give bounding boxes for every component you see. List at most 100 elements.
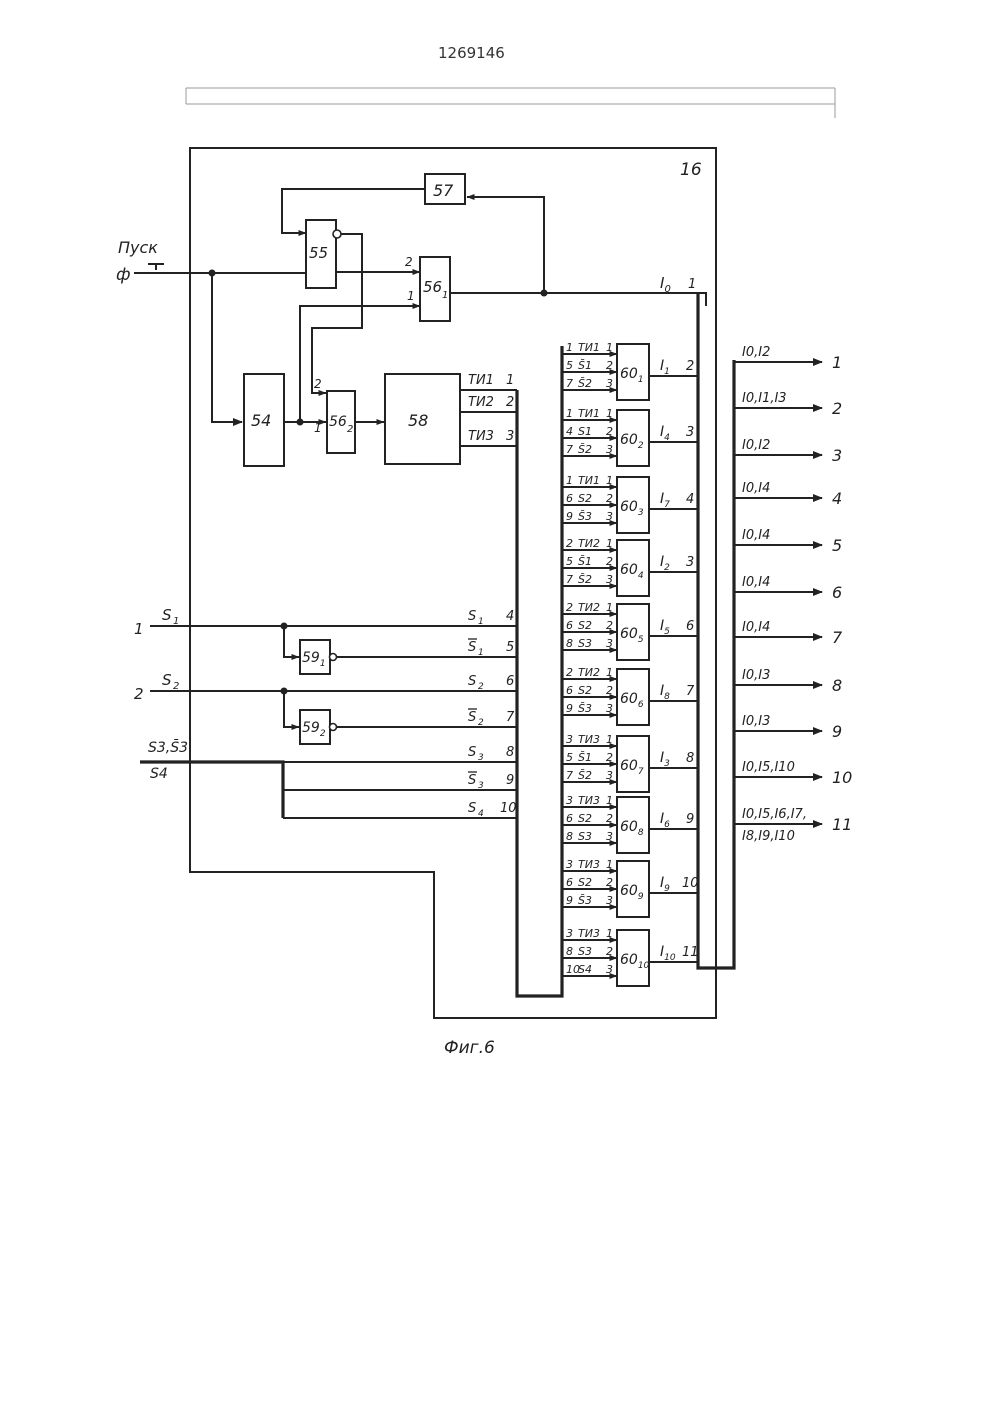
gate-input-pin: 1 (606, 858, 613, 871)
start-button-icon[interactable] (148, 264, 164, 270)
bus-input-label: S (468, 801, 476, 816)
start-terminal-symbol: ф (116, 265, 131, 285)
gate-input-pin: 1 (606, 341, 613, 354)
bus-input-label: ТИ3 (468, 429, 494, 444)
gate-input-name: S2 (578, 492, 592, 505)
gate-input-num: 9 (566, 702, 573, 715)
bus-input-label: S (468, 710, 476, 725)
bus-input-label: ТИ2 (468, 395, 494, 410)
output-num: 1 (832, 353, 842, 372)
gate-input-name: S4 (578, 963, 592, 976)
bus-input-num: 10 (500, 801, 517, 816)
wire-to-inverter (284, 626, 299, 657)
gate-input-pin: 3 (606, 894, 613, 907)
bus-input-label: S (468, 640, 476, 655)
output-num: 7 (832, 628, 843, 647)
gate-input-name: S2 (578, 812, 592, 825)
gate-input-num: 1 (566, 407, 573, 420)
start-label: Пуск (118, 238, 158, 257)
gate-output-label: I3 (660, 750, 670, 769)
gate-output-label: I4 (660, 424, 670, 443)
output-label: I0,I2 (742, 345, 770, 360)
gate-output-label: I10 (660, 944, 676, 963)
gate-input-pin: 2 (606, 945, 613, 958)
output-num: 6 (832, 583, 842, 602)
ext-input-label: S (162, 671, 172, 689)
gate-input-pin: 3 (606, 510, 613, 523)
header-scan-artifact (186, 88, 835, 118)
gate-input-num: 2 (566, 537, 573, 550)
gate-input-pin: 2 (606, 492, 613, 505)
gate-input-pin: 1 (606, 537, 613, 550)
block-56-2-label: 56 (329, 414, 347, 430)
gate-input-num: 8 (566, 945, 573, 958)
gate-output-label: I6 (660, 811, 670, 830)
output-num: 3 (832, 446, 842, 465)
bus-input-num: 8 (506, 745, 514, 760)
gate-input-num: 7 (566, 573, 573, 586)
gate-input-name: S̄2 (578, 769, 592, 782)
gate-input-pin: 3 (606, 830, 613, 843)
gate-input-pin: 1 (606, 794, 613, 807)
bus-input-subscript: 3 (478, 753, 484, 763)
gate-output-num: 3 (686, 425, 694, 440)
bus-input-num: 1 (506, 373, 514, 388)
gate-input-name: S3 (578, 945, 592, 958)
gate-input-name: S̄3 (578, 894, 592, 907)
bus-input-subscript: 4 (478, 809, 484, 819)
gate-input-num: 3 (566, 733, 573, 746)
outputs: I0,I21I0,I1,I32I0,I23I0,I44I0,I45I0,I46I… (734, 345, 852, 844)
output-num: 9 (832, 722, 842, 741)
bus-input-num: 2 (506, 395, 514, 410)
gate-input-name: S̄1 (578, 555, 592, 568)
gate-input-name: S1 (578, 425, 592, 438)
gate-input-pin: 1 (606, 666, 613, 679)
bus-input-subscript: 2 (478, 718, 484, 728)
gate-input-pin: 2 (606, 876, 613, 889)
gate-input-num: 5 (566, 751, 573, 764)
gate-output-num: 9 (686, 812, 694, 827)
block-55-label: 55 (309, 244, 328, 262)
pin-label: 2 (314, 377, 322, 391)
wire-start-to-54 (212, 273, 242, 422)
gate-input-num: 7 (566, 443, 573, 456)
bus-input-subscript: 1 (478, 648, 484, 658)
block-57-label: 57 (433, 181, 454, 200)
gate-input-name: ТИ2 (578, 601, 600, 614)
output-num: 5 (832, 536, 842, 555)
inverter-bubble-icon (333, 230, 341, 238)
output-label: I0,I4 (742, 575, 770, 590)
gate-input-name: S̄3 (578, 510, 592, 523)
bus-input-label: ТИ1 (468, 373, 494, 388)
output-label: I0,I3 (742, 714, 770, 729)
gate-input-num: 5 (566, 359, 573, 372)
pin-label: 1 (314, 421, 322, 435)
gate-input-name: S2 (578, 619, 592, 632)
gate-output-label: I5 (660, 618, 670, 637)
wire-i0-to-57 (467, 197, 544, 293)
output-num: 10 (832, 768, 852, 787)
inverter-bubble-icon (330, 724, 337, 731)
gate-input-num: 5 (566, 555, 573, 568)
gate-input-name: S̄2 (578, 573, 592, 586)
gate-output-num: 10 (682, 876, 699, 891)
ext-input-s3-label: S3,S̄3 (148, 738, 188, 756)
i0-num: 1 (688, 277, 696, 292)
gate-input-pin: 1 (606, 601, 613, 614)
output-label: I0,I3 (742, 668, 770, 683)
gate-input-num: 6 (566, 876, 573, 889)
ext-input-label: S (162, 606, 172, 624)
pin-label: 2 (405, 255, 413, 269)
gate-input-pin: 2 (606, 812, 613, 825)
gate-input-pin: 2 (606, 619, 613, 632)
gate-input-name: S̄1 (578, 751, 592, 764)
gate-output-label: I9 (660, 875, 670, 894)
bus-input-label: S (468, 609, 476, 624)
gate-input-pin: 3 (606, 963, 613, 976)
output-label: I0,I4 (742, 528, 770, 543)
block-56-1-label: 56 (423, 278, 442, 296)
gate-input-num: 9 (566, 510, 573, 523)
gate-input-name: S3 (578, 830, 592, 843)
ext-input-subscript: 1 (173, 616, 179, 627)
